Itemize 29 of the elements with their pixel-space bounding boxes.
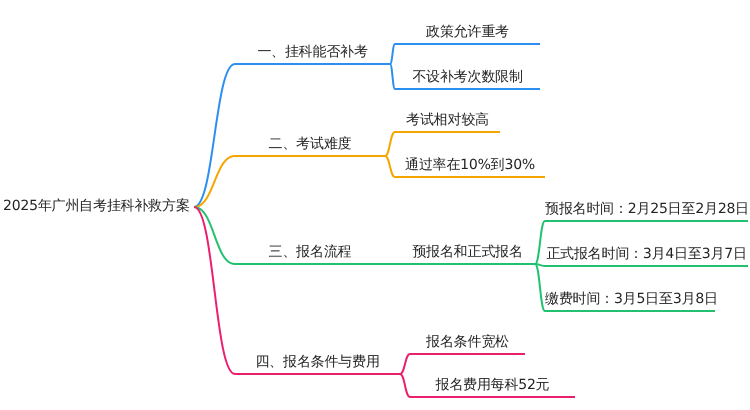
connector-line — [384, 155, 396, 178]
subtopic-label: 不设补考次数限制 — [395, 66, 540, 90]
connector-line — [389, 43, 396, 65]
connector-line — [400, 353, 410, 375]
connector-line — [194, 155, 236, 208]
subtopic-label: 报名费用每科52元 — [410, 374, 575, 398]
branch-topic: 三、报名流程 — [235, 241, 385, 265]
connector-line — [384, 131, 396, 157]
subtopic-label: 通过率在10%到30% — [395, 154, 545, 178]
subtopic-label: 考试相对较高 — [395, 109, 500, 133]
subtopic-label: 预报名时间：2月25日至2月28日 — [545, 198, 748, 222]
branch-topic: 一、挂科能否补考 — [235, 41, 390, 65]
connector-line — [389, 63, 396, 90]
connector-line — [194, 206, 236, 265]
connector-line — [400, 373, 410, 398]
connector-line — [534, 263, 546, 267]
connector-line — [385, 263, 400, 265]
root-topic: 2025年广州自考挂科补救方案 — [3, 195, 190, 219]
subtopic-label: 报名条件宽松 — [410, 331, 525, 355]
branch-topic: 二、考试难度 — [235, 133, 385, 157]
branch-topic: 四、报名条件与费用 — [235, 351, 400, 375]
connector-line — [534, 220, 546, 265]
connector-line — [193, 206, 236, 375]
connector-line — [534, 263, 546, 312]
subtopic-label: 正式报名时间：3月4日至3月7日 — [545, 243, 748, 267]
subtopic-label: 政策允许重考 — [395, 21, 540, 45]
subtopic-label: 缴费时间：3月5日至3月8日 — [545, 288, 715, 312]
branch-topic: 预报名和正式报名 — [400, 241, 535, 265]
connector-line — [193, 63, 236, 208]
